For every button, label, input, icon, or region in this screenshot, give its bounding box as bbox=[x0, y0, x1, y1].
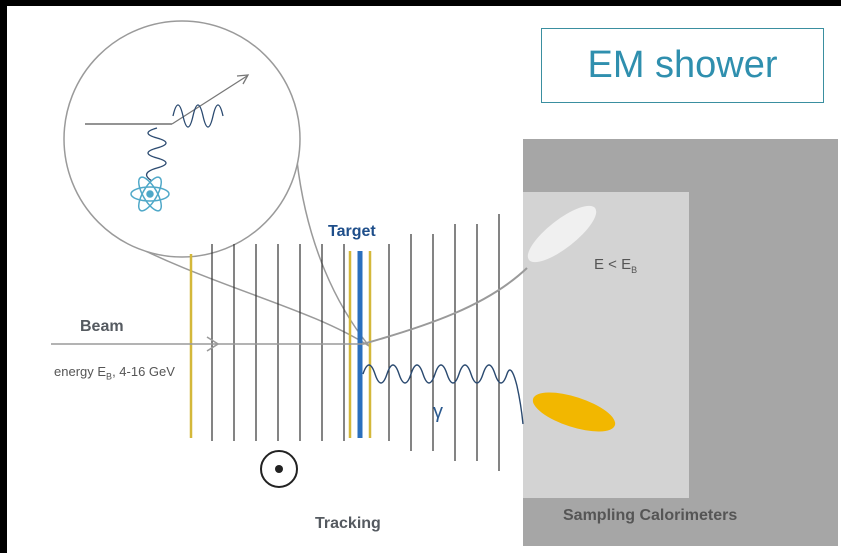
experiment-schematic bbox=[51, 20, 838, 546]
target-label: Target bbox=[328, 223, 376, 240]
emitted-photon-wave bbox=[172, 104, 224, 128]
tracking-label: Tracking bbox=[315, 515, 381, 532]
beam-energy-text: energy E bbox=[54, 364, 107, 379]
em-shower-title-box: EM shower bbox=[541, 28, 824, 103]
charged-shower bbox=[527, 205, 597, 263]
magnetic-field-out-icon bbox=[260, 450, 298, 488]
scattered-arrowhead bbox=[236, 74, 250, 85]
em-shower-title: EM shower bbox=[587, 44, 778, 86]
energy-cut-label: E < EB bbox=[594, 256, 637, 275]
energy-cut-text: E < E bbox=[594, 256, 632, 273]
calorimeter-label: Sampling Calorimeters bbox=[563, 507, 738, 524]
beam-energy-label: energy EB, 4-16 GeV bbox=[54, 364, 175, 382]
nucleus-atom-icon bbox=[130, 176, 170, 212]
electron-track bbox=[362, 267, 528, 345]
beam-energy-range: , 4-16 GeV bbox=[112, 364, 175, 379]
energy-cut-sub: B bbox=[631, 265, 638, 275]
magnetic-field-dot bbox=[275, 465, 283, 473]
beam-label: Beam bbox=[80, 318, 124, 335]
beam-energy-sub: B bbox=[106, 371, 113, 382]
photon-wave bbox=[362, 364, 524, 425]
photon-symbol: γ bbox=[433, 401, 443, 423]
scattered-electron-line bbox=[171, 75, 248, 125]
virtual-photon-wave bbox=[145, 127, 167, 182]
tracking-planes bbox=[211, 214, 500, 471]
zoom-bubble bbox=[63, 20, 301, 258]
photon-shower bbox=[532, 392, 616, 432]
zoom-cone-lower bbox=[296, 160, 370, 347]
beam-arrowhead bbox=[206, 336, 220, 352]
